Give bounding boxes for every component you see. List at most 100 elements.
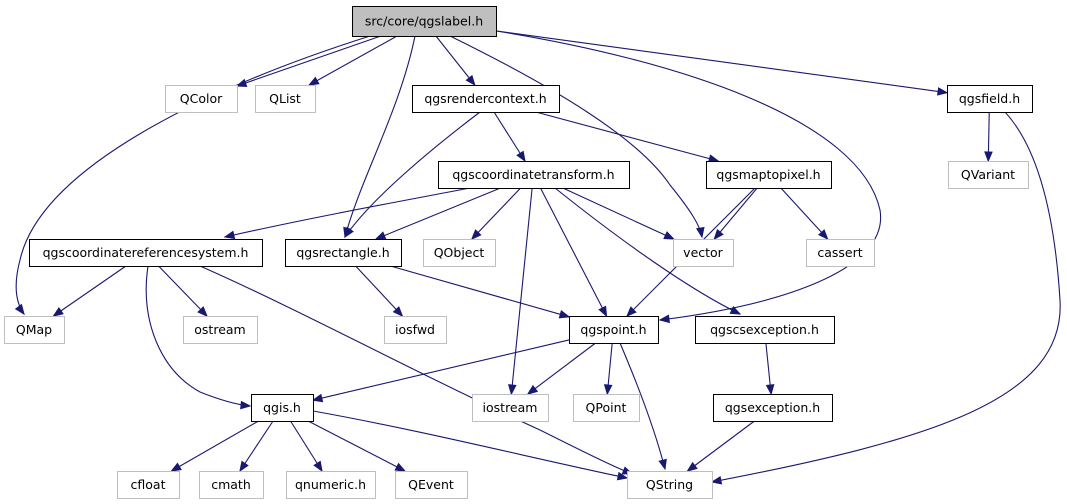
edge-line [554, 187, 741, 315]
edge-qgslabel-to-qgsrendercontext [435, 35, 476, 87]
edge-qgslabel-to-vector [449, 35, 705, 239]
edge-line [493, 111, 526, 162]
node-box [472, 394, 549, 422]
edge-qgsmaptopixel-to-cassert [780, 187, 829, 240]
edge-qgis-to-qstring [312, 410, 629, 481]
node-box [412, 85, 560, 113]
node-box [947, 85, 1033, 113]
node-cfloat: cfloat [117, 471, 180, 499]
edge-qgsrendercontext-to-qgsmaptopixel [535, 111, 720, 163]
node-label: qgscoordinatetransform.h [452, 167, 614, 182]
edge-line [290, 420, 323, 472]
edge-line [495, 30, 948, 94]
edge-line [158, 265, 208, 317]
node-qgscsexception[interactable]: qgscsexception.h [695, 316, 835, 344]
edge-line [535, 111, 719, 162]
edge-line [308, 35, 398, 86]
arrowhead-icon [465, 74, 476, 87]
node-qgspoint[interactable]: qgspoint.h [569, 316, 659, 344]
arrowhead-icon [197, 306, 208, 317]
edges-layer [14, 29, 1061, 485]
node-qvariant: QVariant [948, 161, 1029, 189]
edge-qgscoordinatetransform-to-vector [562, 187, 675, 240]
node-label: qgsmaptopixel.h [716, 167, 820, 182]
edge-qgis-to-cmath [239, 420, 274, 473]
arrowhead-icon [526, 384, 539, 395]
node-box [4, 316, 65, 344]
edge-line [489, 29, 882, 321]
edge-qgslabel-to-qcolor [235, 35, 382, 87]
arrowhead-icon [52, 307, 64, 317]
node-box [948, 161, 1029, 189]
arrowhead-icon [765, 384, 775, 396]
edge-line [539, 187, 608, 317]
arrowhead-icon [626, 306, 637, 317]
arrowhead-icon [313, 460, 323, 473]
edge-qgis-to-qevent [307, 420, 407, 472]
edge-qgsmaptopixel-to-vector [713, 187, 758, 241]
node-box [251, 394, 314, 422]
node-qgsrectangle[interactable]: qgsrectangle.h [285, 239, 402, 267]
node-box [117, 471, 180, 499]
node-box [183, 316, 258, 344]
node-box [806, 239, 875, 267]
node-box [285, 239, 402, 267]
edge-qgslabel-to-qmap [14, 35, 371, 316]
arrowhead-icon [658, 314, 670, 324]
node-box [255, 85, 316, 113]
node-qlist: QList [255, 85, 316, 113]
edge-qgscoordinatetransform-to-qgsrectangle [374, 187, 501, 240]
edge-line [312, 339, 570, 401]
edge-qgspoint-to-qgis [311, 339, 570, 403]
node-label: cassert [817, 245, 862, 260]
arrowhead-icon [936, 87, 949, 96]
node-qstring: QString [627, 471, 713, 499]
edge-qgscoordinatetransform-to-qgscsexception [554, 187, 742, 315]
node-box [695, 316, 835, 344]
node-label: qgscoordinatereferencesystem.h [43, 245, 249, 260]
node-box [395, 471, 468, 499]
edge-qgscrs-to-qgis [145, 265, 252, 410]
arrowhead-icon [658, 458, 667, 471]
arrowhead-icon [374, 231, 387, 240]
arrowhead-icon [14, 303, 25, 316]
node-qgscrs[interactable]: qgscoordinatereferencesystem.h [29, 239, 263, 267]
arrowhead-icon [818, 229, 829, 240]
node-label: QMap [16, 322, 52, 337]
node-qgsexception[interactable]: qgsexception.h [713, 394, 833, 422]
node-qpoint: QPoint [573, 394, 640, 422]
arrowhead-icon [713, 228, 724, 241]
node-qgsfield[interactable]: qgsfield.h [947, 85, 1033, 113]
node-qgsrendercontext[interactable]: qgsrendercontext.h [412, 85, 560, 113]
edge-qgscoordinatetransform-to-qgscrs [223, 187, 471, 240]
node-label: qnumeric.h [295, 477, 366, 492]
edge-qgspoint-to-qpoint [603, 342, 613, 396]
arrowhead-icon [507, 384, 517, 396]
edge-qgscrs-to-ostream [158, 265, 208, 317]
edge-line [344, 111, 481, 238]
node-qcolor: QColor [165, 85, 238, 113]
arrowhead-icon [603, 384, 613, 396]
edge-line [375, 187, 501, 240]
node-qgis[interactable]: qgis.h [251, 394, 314, 422]
arrowhead-icon [729, 305, 742, 315]
node-qgscoordinatetransform[interactable]: qgscoordinatetransform.h [438, 161, 630, 189]
edge-qgscrs-to-qstring [199, 265, 634, 475]
arrowhead-icon [344, 226, 354, 239]
edge-line [780, 187, 829, 240]
arrowhead-icon [616, 471, 629, 481]
node-qgslabel[interactable]: src/core/qgslabel.h [352, 6, 497, 37]
node-vector: vector [673, 239, 734, 267]
arrowhead-icon [308, 76, 320, 86]
arrowhead-icon [170, 462, 182, 472]
node-qgsmaptopixel[interactable]: qgsmaptopixel.h [706, 161, 832, 189]
node-box [573, 394, 640, 422]
node-label: cmath [211, 477, 251, 492]
arrowhead-icon [311, 393, 324, 403]
edge-qgsrendercontext-to-qgsrectangle [344, 111, 481, 239]
edge-line [355, 265, 403, 317]
edge-line [145, 265, 251, 407]
edge-qgsrectangle-to-iosfwd [355, 265, 404, 317]
edge-line [449, 35, 703, 238]
